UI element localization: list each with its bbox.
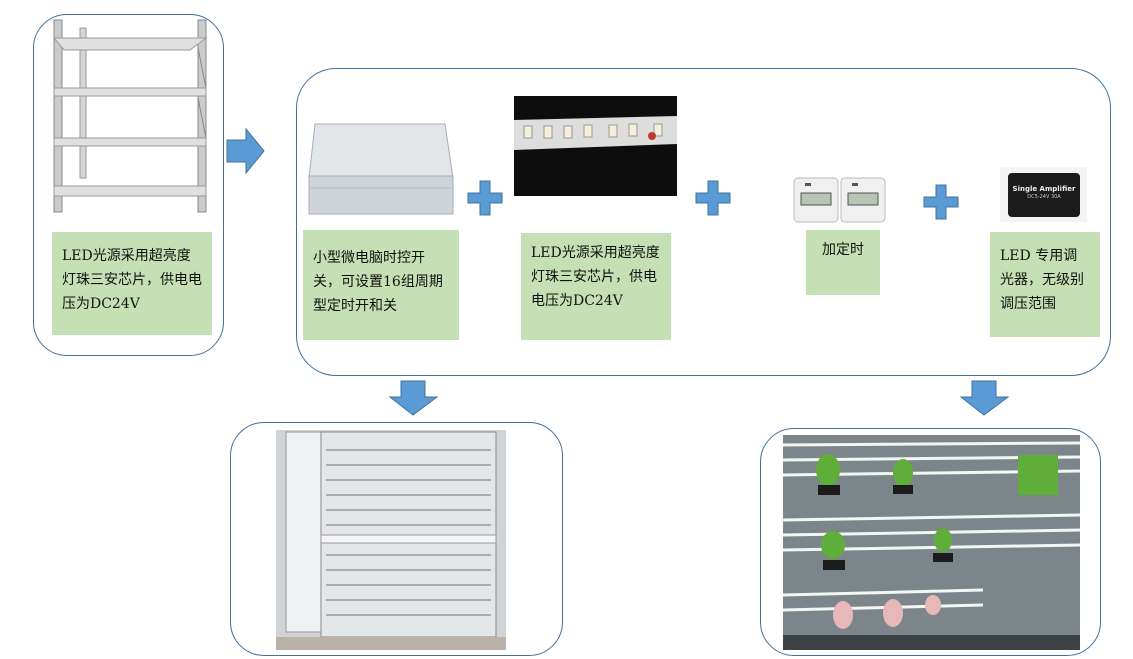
plus-icon: [467, 180, 503, 216]
components-frame: [296, 68, 1111, 376]
metal-shelf-image: [52, 19, 208, 213]
cabinet-frame: [230, 422, 563, 656]
plus-icon: [923, 184, 959, 220]
shelf-frame: [33, 14, 224, 356]
single-amplifier-image: Single Amplifier DC5-24V 30A: [1000, 167, 1087, 222]
plastic-control-box-image: [308, 123, 454, 215]
plus-icon: [695, 180, 731, 216]
arrow-down-icon: [960, 380, 1010, 416]
timer-label: 加定时: [806, 230, 880, 295]
culture-rack-with-flasks-image: [783, 435, 1080, 650]
amplifier-label: LED 专用调光器，无级别调压范围: [990, 232, 1100, 337]
shelf-label: LED光源采用超亮度灯珠三安芯片，供电电压为DC24V: [52, 232, 212, 335]
digital-timers-image: [793, 177, 886, 223]
arrow-down-icon: [389, 380, 439, 416]
led-strip-image: [514, 96, 677, 196]
culture-rack-frame: [760, 428, 1101, 656]
control-box-label: 小型微电脑时控开关，可设置16组周期型定时开和关: [303, 230, 459, 340]
enclosed-light-cabinet-image: [276, 430, 506, 650]
arrow-right-icon: [226, 128, 265, 174]
led-strip-label: LED光源采用超亮度灯珠三安芯片，供电电压为DC24V: [521, 233, 671, 340]
